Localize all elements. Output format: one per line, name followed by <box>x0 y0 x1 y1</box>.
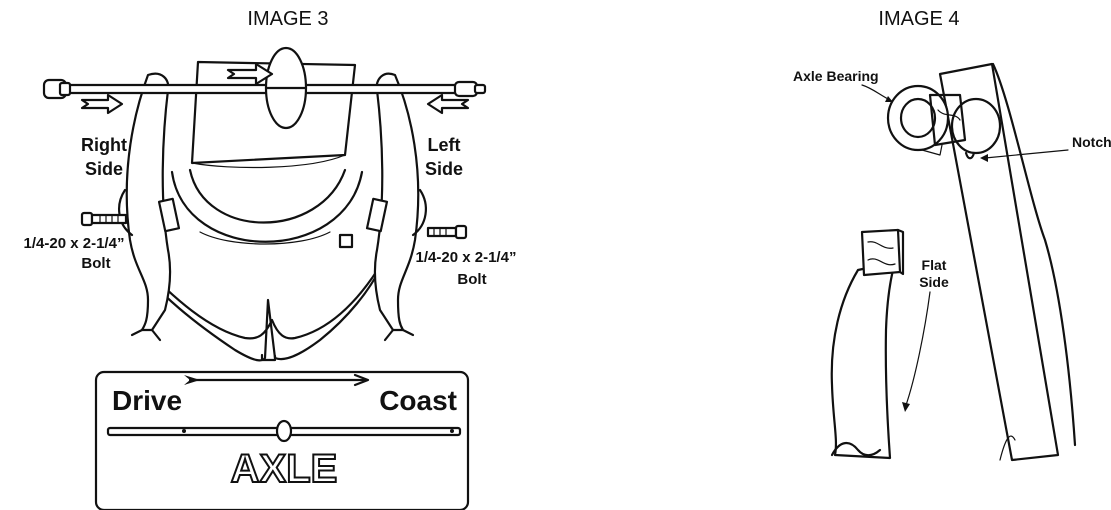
left-bolt-icon <box>426 224 468 240</box>
left-bolt-label-line1: 1/4-20 x 2-1/4” <box>416 249 517 266</box>
plate-hole <box>950 97 1002 155</box>
right-side-label-line2: Side <box>85 159 123 179</box>
tall-plate <box>938 62 1060 462</box>
image-3-illustration: Right Side Left Side 1/4-20 x 2-1/4” Bol… <box>24 46 517 510</box>
lower-body <box>133 256 387 362</box>
right-side-label-line1: Right <box>81 135 127 155</box>
flat-side-label-line1: Flat <box>922 257 947 273</box>
coast-label: Coast <box>379 385 457 416</box>
right-bolt-label-line1: 1/4-20 x 2-1/4” <box>24 235 125 252</box>
image-4-illustration: Axle Bearing Notch Flat Side <box>793 62 1111 462</box>
drive-label: Drive <box>112 385 182 416</box>
axle-label: AXLE <box>231 447 338 491</box>
drive-coast-arrow <box>184 373 370 387</box>
flat-side-label-line2: Side <box>919 274 949 290</box>
right-bolt-label-line2: Bolt <box>81 255 110 272</box>
axle-end-cap-right <box>453 80 479 98</box>
direction-arrow-left-in <box>80 93 124 115</box>
right-bolt-icon <box>80 211 128 227</box>
flat-side-plate <box>830 260 897 460</box>
direction-arrow-center <box>226 62 274 86</box>
left-bolt-label-line2: Bolt <box>457 271 486 288</box>
left-side-label-line2: Side <box>425 159 463 179</box>
image-4-title: IMAGE 4 <box>878 8 960 30</box>
notch-label: Notch <box>1072 134 1111 150</box>
left-side-label-line1: Left <box>428 135 461 155</box>
axle-bearing-label: Axle Bearing <box>793 68 879 84</box>
image-3-title: IMAGE 3 <box>247 8 329 30</box>
direction-arrow-right-in <box>426 93 470 115</box>
wheel-arc <box>188 168 347 224</box>
axle-schematic-wheel <box>275 419 293 443</box>
